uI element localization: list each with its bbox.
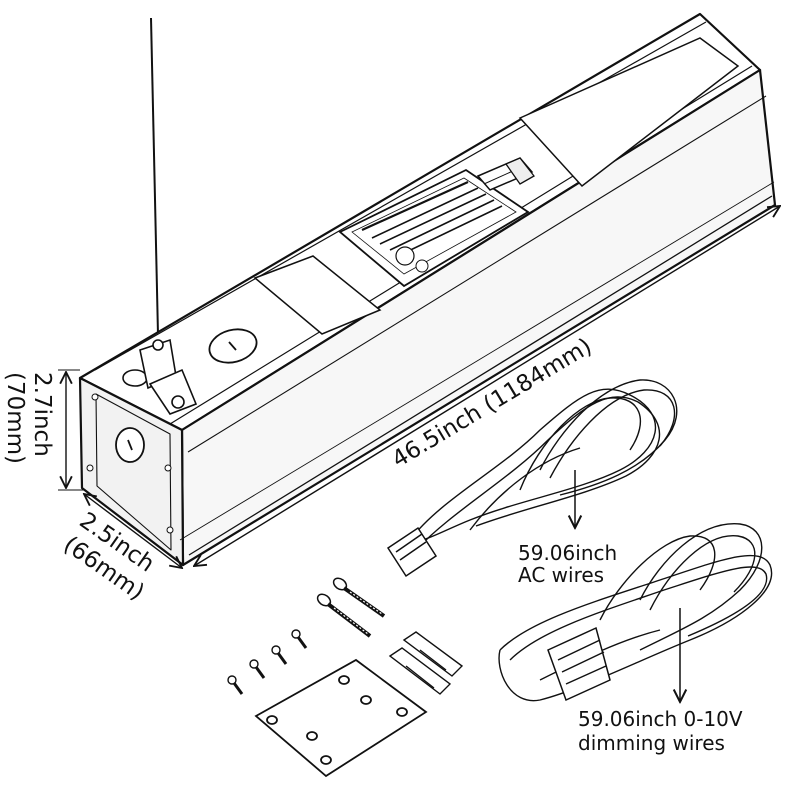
small-screw [271, 645, 288, 665]
dimming-wires-coil [498, 523, 773, 702]
wall-anchor [402, 631, 464, 677]
top-connector [476, 157, 535, 191]
suspension-cable [150, 17, 159, 336]
small-screw [227, 675, 244, 695]
ac-wires-name: AC wires [518, 563, 604, 587]
height-imperial-label: 2.7inch [29, 372, 55, 457]
long-screw [332, 577, 386, 618]
dimming-wires-length: 59.06inch 0-10V [578, 707, 743, 731]
dimming-wires-connector [547, 626, 611, 702]
small-screw [291, 629, 308, 649]
height-metric-label: (70mm) [2, 372, 28, 464]
hanging-bracket [122, 338, 198, 415]
wall-anchor [388, 647, 452, 695]
mounting-plate [254, 658, 428, 778]
long-screw [316, 593, 372, 638]
wall-anchors [388, 631, 464, 695]
ac-wires-coil [409, 379, 678, 549]
ac-wires-connector [386, 526, 438, 578]
top-panel-right [518, 37, 740, 188]
ac-wires-length: 59.06inch [518, 541, 617, 565]
small-screws [227, 629, 308, 695]
height-dimension: 2.7inch (70mm) [2, 369, 84, 491]
long-screws [316, 577, 386, 638]
small-screw [249, 659, 266, 679]
dimming-wires-name: dimming wires [578, 731, 725, 755]
